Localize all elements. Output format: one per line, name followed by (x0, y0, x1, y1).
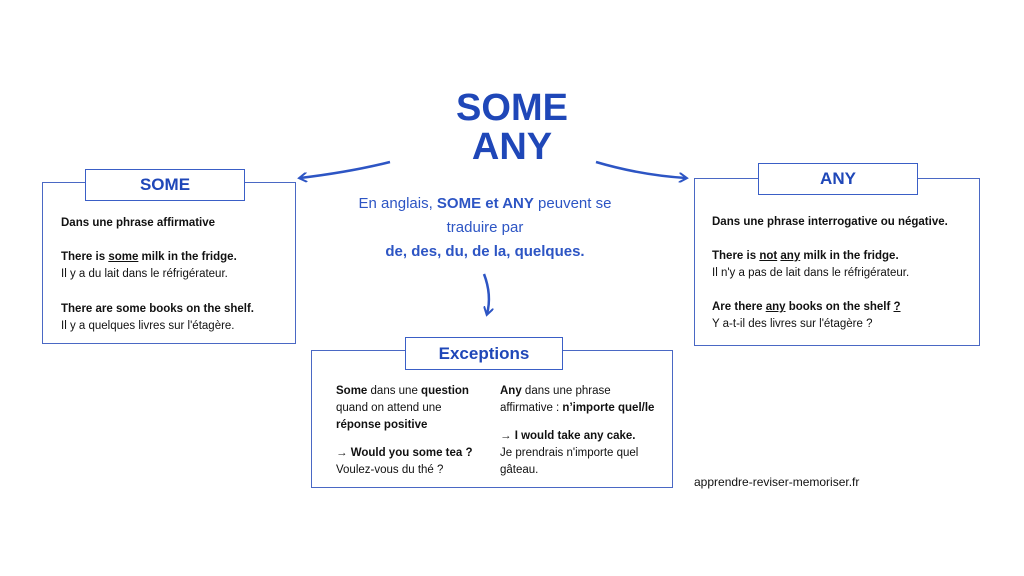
exceptions-title: Exceptions (405, 337, 563, 370)
arrow-to-exceptions (482, 273, 489, 314)
title-some: SOME (456, 87, 568, 129)
any-example-1: There is not any milk in the fridge. Il … (712, 250, 910, 279)
intro-part2: peuvent se traduire par (446, 195, 612, 236)
site-url: apprendre-reviser-memoriser.fr (694, 475, 860, 489)
intro-part1: En anglais, (358, 195, 437, 212)
any-panel: Dans une phrase interrogative ou négativ… (694, 178, 980, 346)
exceptions-panel: Some dans une question quand on attend u… (311, 350, 673, 488)
intro-text: En anglais, SOME et ANY peuvent se tradu… (335, 192, 635, 264)
some-title: SOME (85, 169, 245, 201)
some-example-1: There is some milk in the fridge. Il y a… (61, 251, 237, 280)
arrow-to-any (595, 160, 686, 178)
arrow-to-some (300, 160, 391, 178)
title-any: ANY (471, 126, 553, 168)
some-example-2: There are some books on the shelf. Il y … (61, 303, 254, 332)
any-heading: Dans une phrase interrogative ou négativ… (712, 216, 948, 228)
some-panel: Dans une phrase affirmative There is som… (42, 182, 296, 344)
exceptions-any: Any dans une phrase affirmative : n’impo… (500, 385, 655, 476)
any-example-2: Are there any books on the shelf ? Y a-t… (712, 301, 901, 330)
intro-bold2: de, des, du, de la, quelques. (385, 243, 585, 260)
exceptions-some: Some dans une question quand on attend u… (336, 385, 473, 476)
any-title: ANY (758, 163, 918, 195)
some-heading: Dans une phrase affirmative (61, 217, 216, 229)
intro-bold1: SOME et ANY (436, 195, 534, 212)
